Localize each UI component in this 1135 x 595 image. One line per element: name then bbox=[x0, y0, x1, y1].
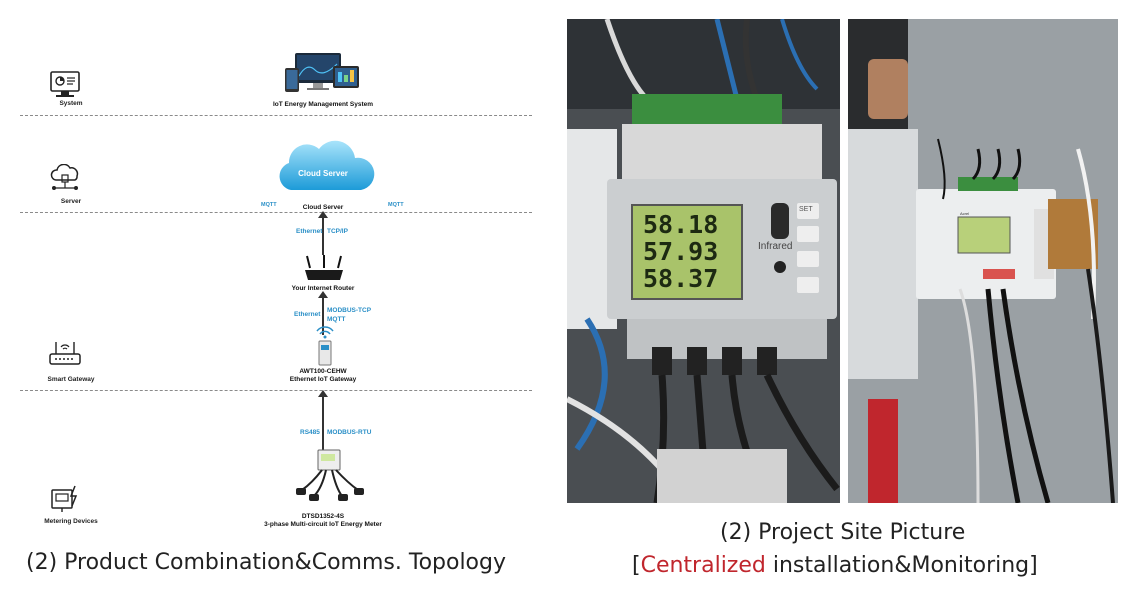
infrared-label: Infrared bbox=[758, 241, 793, 252]
system-name: IoT Energy Management System bbox=[272, 101, 374, 108]
link-rs485: RS485 bbox=[300, 429, 320, 436]
mqtt-left-label: MQTT bbox=[261, 202, 277, 208]
device-brand-label: Acrel bbox=[960, 211, 970, 216]
level-label-smart-gateway: Smart Gateway bbox=[47, 376, 95, 383]
caption-topology: (2) Product Combination&Comms. Topology bbox=[26, 550, 507, 575]
highlight-centralized: Centralized bbox=[640, 553, 766, 578]
gateway-name: Ethernet IoT Gateway bbox=[289, 376, 357, 383]
divider bbox=[20, 390, 532, 391]
gateway-illustration bbox=[316, 326, 334, 366]
monitor-chart-icon bbox=[50, 71, 80, 97]
router-label: Your Internet Router bbox=[291, 285, 355, 292]
display-line-3: 58.37 bbox=[643, 264, 719, 293]
caption-site-picture: (2) Project Site Picture bbox=[720, 520, 966, 545]
level-label-server: Server bbox=[60, 198, 82, 205]
display-line-2: 57.93 bbox=[643, 237, 719, 266]
arrow-meter-to-gateway bbox=[318, 390, 328, 454]
link-modbus-tcp: MODBUS-TCP bbox=[327, 307, 372, 314]
meter-model: DTSD1352-4S bbox=[301, 513, 345, 520]
caption-site-subtitle: [Centralized installation&Monitoring] bbox=[632, 553, 1038, 578]
topology-diagram: System IoT Energy Management System Serv… bbox=[20, 18, 532, 538]
meter-name: 3-phase Multi-circuit IoT Energy Meter bbox=[264, 521, 382, 528]
level-label-metering-devices: Metering Devices bbox=[44, 518, 98, 525]
arrow-router-to-cloud bbox=[318, 211, 328, 255]
cloud-label: Cloud Server bbox=[298, 169, 348, 178]
link-modbus-rtu: MODBUS-RTU bbox=[327, 429, 372, 436]
caption-rest: installation&Monitoring] bbox=[765, 553, 1038, 578]
site-photo-meter-closeup: 58.18 57.93 58.37 Infrared SET bbox=[567, 19, 840, 503]
link-tcpip: TCP/IP bbox=[327, 228, 348, 235]
divider bbox=[20, 115, 532, 116]
photo-meter-illustration bbox=[567, 19, 840, 503]
level-label-system: System bbox=[59, 100, 83, 107]
meter-illustration bbox=[296, 449, 364, 501]
mqtt-right-label: MQTT bbox=[388, 202, 404, 208]
link-ethernet: Ethernet bbox=[296, 228, 323, 235]
router-illustration bbox=[305, 255, 343, 280]
bracket-open: [ bbox=[632, 553, 641, 578]
meter-icon bbox=[51, 485, 78, 512]
divider bbox=[20, 212, 532, 213]
meter-display: 58.18 57.93 58.37 bbox=[643, 211, 718, 292]
devices-illustration bbox=[285, 53, 359, 92]
link-mqtt: MQTT bbox=[327, 316, 346, 323]
gateway-model: AWT100-CEHW bbox=[299, 368, 347, 375]
cloud-server-shape bbox=[279, 140, 375, 190]
set-button-label: SET bbox=[799, 206, 813, 213]
arrow-gateway-to-router bbox=[318, 291, 328, 335]
cloud-caption: Cloud Server bbox=[302, 204, 344, 211]
photo-cabinet-illustration bbox=[848, 19, 1118, 503]
site-photo-cabinet: Acrel bbox=[848, 19, 1118, 503]
display-line-1: 58.18 bbox=[643, 210, 719, 239]
link-ethernet-2: Ethernet bbox=[294, 311, 321, 318]
router-icon bbox=[49, 342, 81, 365]
cloud-network-icon bbox=[50, 164, 79, 190]
